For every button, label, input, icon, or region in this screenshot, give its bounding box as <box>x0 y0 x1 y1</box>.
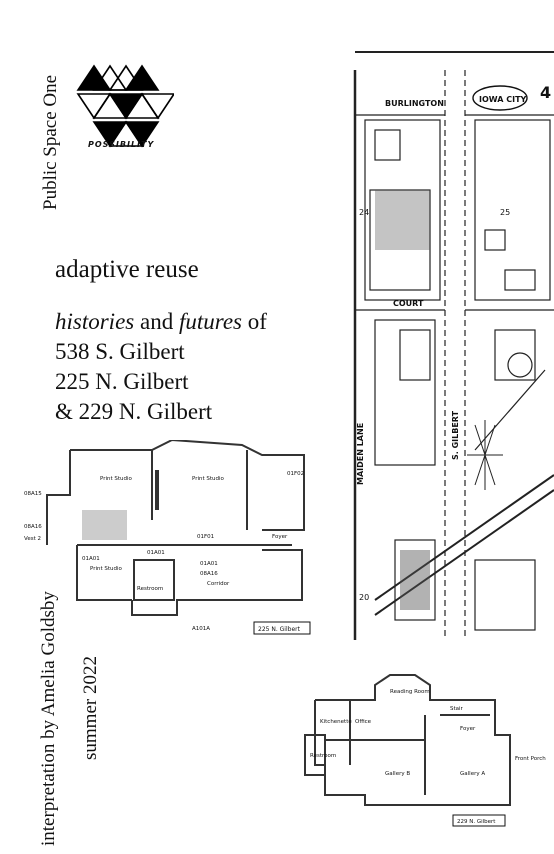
room-label: Restroom <box>310 753 336 759</box>
room-code: 08A16 <box>200 571 218 577</box>
room-code: 08A15 <box>24 491 42 497</box>
room-label: Restroom <box>137 586 163 592</box>
room-label: Kitchenette <box>320 719 352 725</box>
room-label: Office <box>355 719 372 725</box>
room-code: A101A <box>192 626 210 632</box>
plan-caption: 225 N. Gilbert <box>258 626 301 633</box>
map-iowa-city-badge: IOWA CITY <box>479 95 527 104</box>
room-label: Print Studio <box>100 476 133 482</box>
triangle-lattice-logo-icon <box>76 64 174 148</box>
map-street-burlington: BURLINGTON <box>385 99 444 108</box>
map-maiden-lane: MAIDEN LANE <box>356 423 365 485</box>
room-label: Print Studio <box>192 476 225 482</box>
date-line: summer 2022 <box>80 656 101 760</box>
map-block-number: 20 <box>359 593 369 602</box>
map-block-number: 24 <box>359 208 369 217</box>
room-code: 01F02 <box>287 471 304 477</box>
address-line: & 229 N. Gilbert <box>55 399 213 424</box>
logo-tagline: POSSIBILITY <box>88 140 155 149</box>
subtitle-word-histories: histories and futures of <box>55 309 267 334</box>
room-code: 01F01 <box>197 534 214 540</box>
room-label: Front Porch <box>515 756 546 762</box>
room-label: Corridor <box>207 581 230 587</box>
sanborn-map: BURLINGTON IOWA CITY 4 COURT 25 24 20 MA… <box>353 51 554 640</box>
organization-name: Public Space One <box>40 74 61 210</box>
room-label: Stair <box>450 706 464 712</box>
floor-plan-225: Print Studio Print Studio Print Studio F… <box>24 440 311 635</box>
room-label: Gallery B <box>385 771 410 777</box>
room-code: 01A01 <box>147 550 165 556</box>
address-line: 225 N. Gilbert <box>55 369 189 394</box>
subtitle-block: histories and futures of 538 S. Gilbert … <box>55 307 267 427</box>
page-title: adaptive reuse <box>55 256 199 283</box>
misc-label: Vest 2 <box>24 536 41 542</box>
plan-caption: 229 N. Gilbert <box>457 819 496 825</box>
room-code: 08A16 <box>24 524 42 530</box>
room-label: Reading Room <box>390 689 430 695</box>
map-block-number: 25 <box>500 208 510 217</box>
address-line: 538 S. Gilbert <box>55 339 185 364</box>
room-label: Gallery A <box>460 771 485 777</box>
floor-plan-229: Reading Room Kitchenette Office Foyer Re… <box>304 674 546 827</box>
room-code: 01A01 <box>82 556 100 562</box>
map-sheet-number: 4 <box>540 83 551 102</box>
room-label: Foyer <box>460 726 476 732</box>
map-court-label: COURT <box>393 299 424 308</box>
map-gilbert-street: S. GILBERT <box>451 410 460 460</box>
room-label: Print Studio <box>90 566 123 572</box>
room-label: Foyer <box>272 534 288 540</box>
room-code: 01A01 <box>200 561 218 567</box>
